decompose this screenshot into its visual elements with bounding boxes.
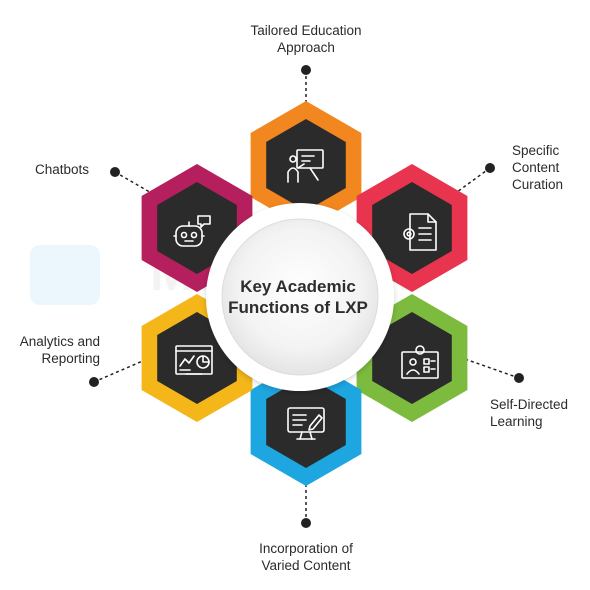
hexagon-inner-selfdirected — [372, 312, 452, 404]
label-tailored: Tailored Education Approach — [250, 23, 362, 55]
connector-analytics — [93, 359, 146, 383]
label-analytics: Analytics and Reporting — [19, 334, 100, 366]
monitor-edit-icon — [287, 407, 325, 440]
learner-board-icon — [401, 345, 439, 379]
label-chatbots: Chatbots — [35, 162, 90, 177]
hexagon-ring — [141, 101, 468, 486]
watermark-mark — [30, 245, 100, 305]
connector-dot-curation — [485, 163, 495, 173]
connector-dot-selfdirected — [514, 373, 524, 383]
label-selfdirected: Self-Directed Learning — [490, 397, 569, 429]
center-title: Key Academic Functions of LXP — [228, 277, 368, 317]
presentation-icon — [287, 149, 324, 183]
analytics-dashboard-icon — [175, 345, 213, 375]
hexagon-inner-curation — [372, 182, 452, 274]
chatbot-icon — [173, 215, 211, 247]
connector-dot-analytics — [89, 377, 99, 387]
hexagon-inner-chatbots — [157, 182, 237, 274]
hexagon-inner-varied — [266, 376, 346, 468]
icons — [173, 149, 439, 440]
document-gear-icon — [403, 213, 437, 251]
center-disk — [221, 218, 379, 376]
connector-dot-varied — [301, 518, 311, 528]
hexagon-inner-tailored — [266, 119, 346, 211]
connector-dot-tailored — [301, 65, 311, 75]
connector-dot-chatbots — [110, 167, 120, 177]
label-varied: Incorporation of Varied Content — [259, 541, 353, 573]
connector-selfdirected — [461, 357, 520, 379]
label-curation: Specific Content Curation — [512, 143, 564, 192]
